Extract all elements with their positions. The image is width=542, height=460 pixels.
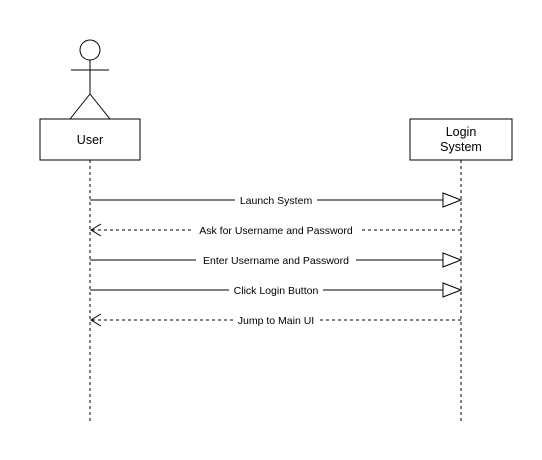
message-label: Click Login Button bbox=[234, 285, 319, 297]
open-triangle-arrowhead bbox=[442, 282, 463, 298]
message-click-login: Click Login Button bbox=[90, 282, 463, 298]
participant-system-label-line2: System bbox=[440, 140, 482, 154]
message-ask-credentials: Ask for Username and Password bbox=[90, 223, 461, 237]
open-triangle-arrowhead bbox=[442, 252, 463, 268]
open-arrowhead bbox=[90, 313, 102, 327]
message-enter-credentials: Enter Username and Password bbox=[90, 252, 463, 268]
message-jump-main-ui: Jump to Main UI bbox=[90, 313, 461, 327]
message-label: Enter Username and Password bbox=[203, 255, 349, 267]
open-arrowhead bbox=[90, 223, 102, 237]
participant-user: User bbox=[39, 118, 141, 161]
open-triangle-arrowhead bbox=[442, 192, 463, 208]
stick-figure-icon bbox=[69, 39, 111, 120]
participant-system-label-line1: Login bbox=[446, 125, 477, 139]
message-launch-system: Launch System bbox=[90, 192, 463, 208]
participant-user-label: User bbox=[77, 133, 103, 147]
participant-user-box bbox=[39, 118, 141, 161]
participant-login-system: Login System bbox=[409, 118, 513, 161]
message-label: Launch System bbox=[240, 195, 313, 207]
message-label: Jump to Main UI bbox=[238, 315, 314, 327]
participant-system-box bbox=[409, 118, 513, 161]
message-label: Ask for Username and Password bbox=[199, 225, 353, 237]
